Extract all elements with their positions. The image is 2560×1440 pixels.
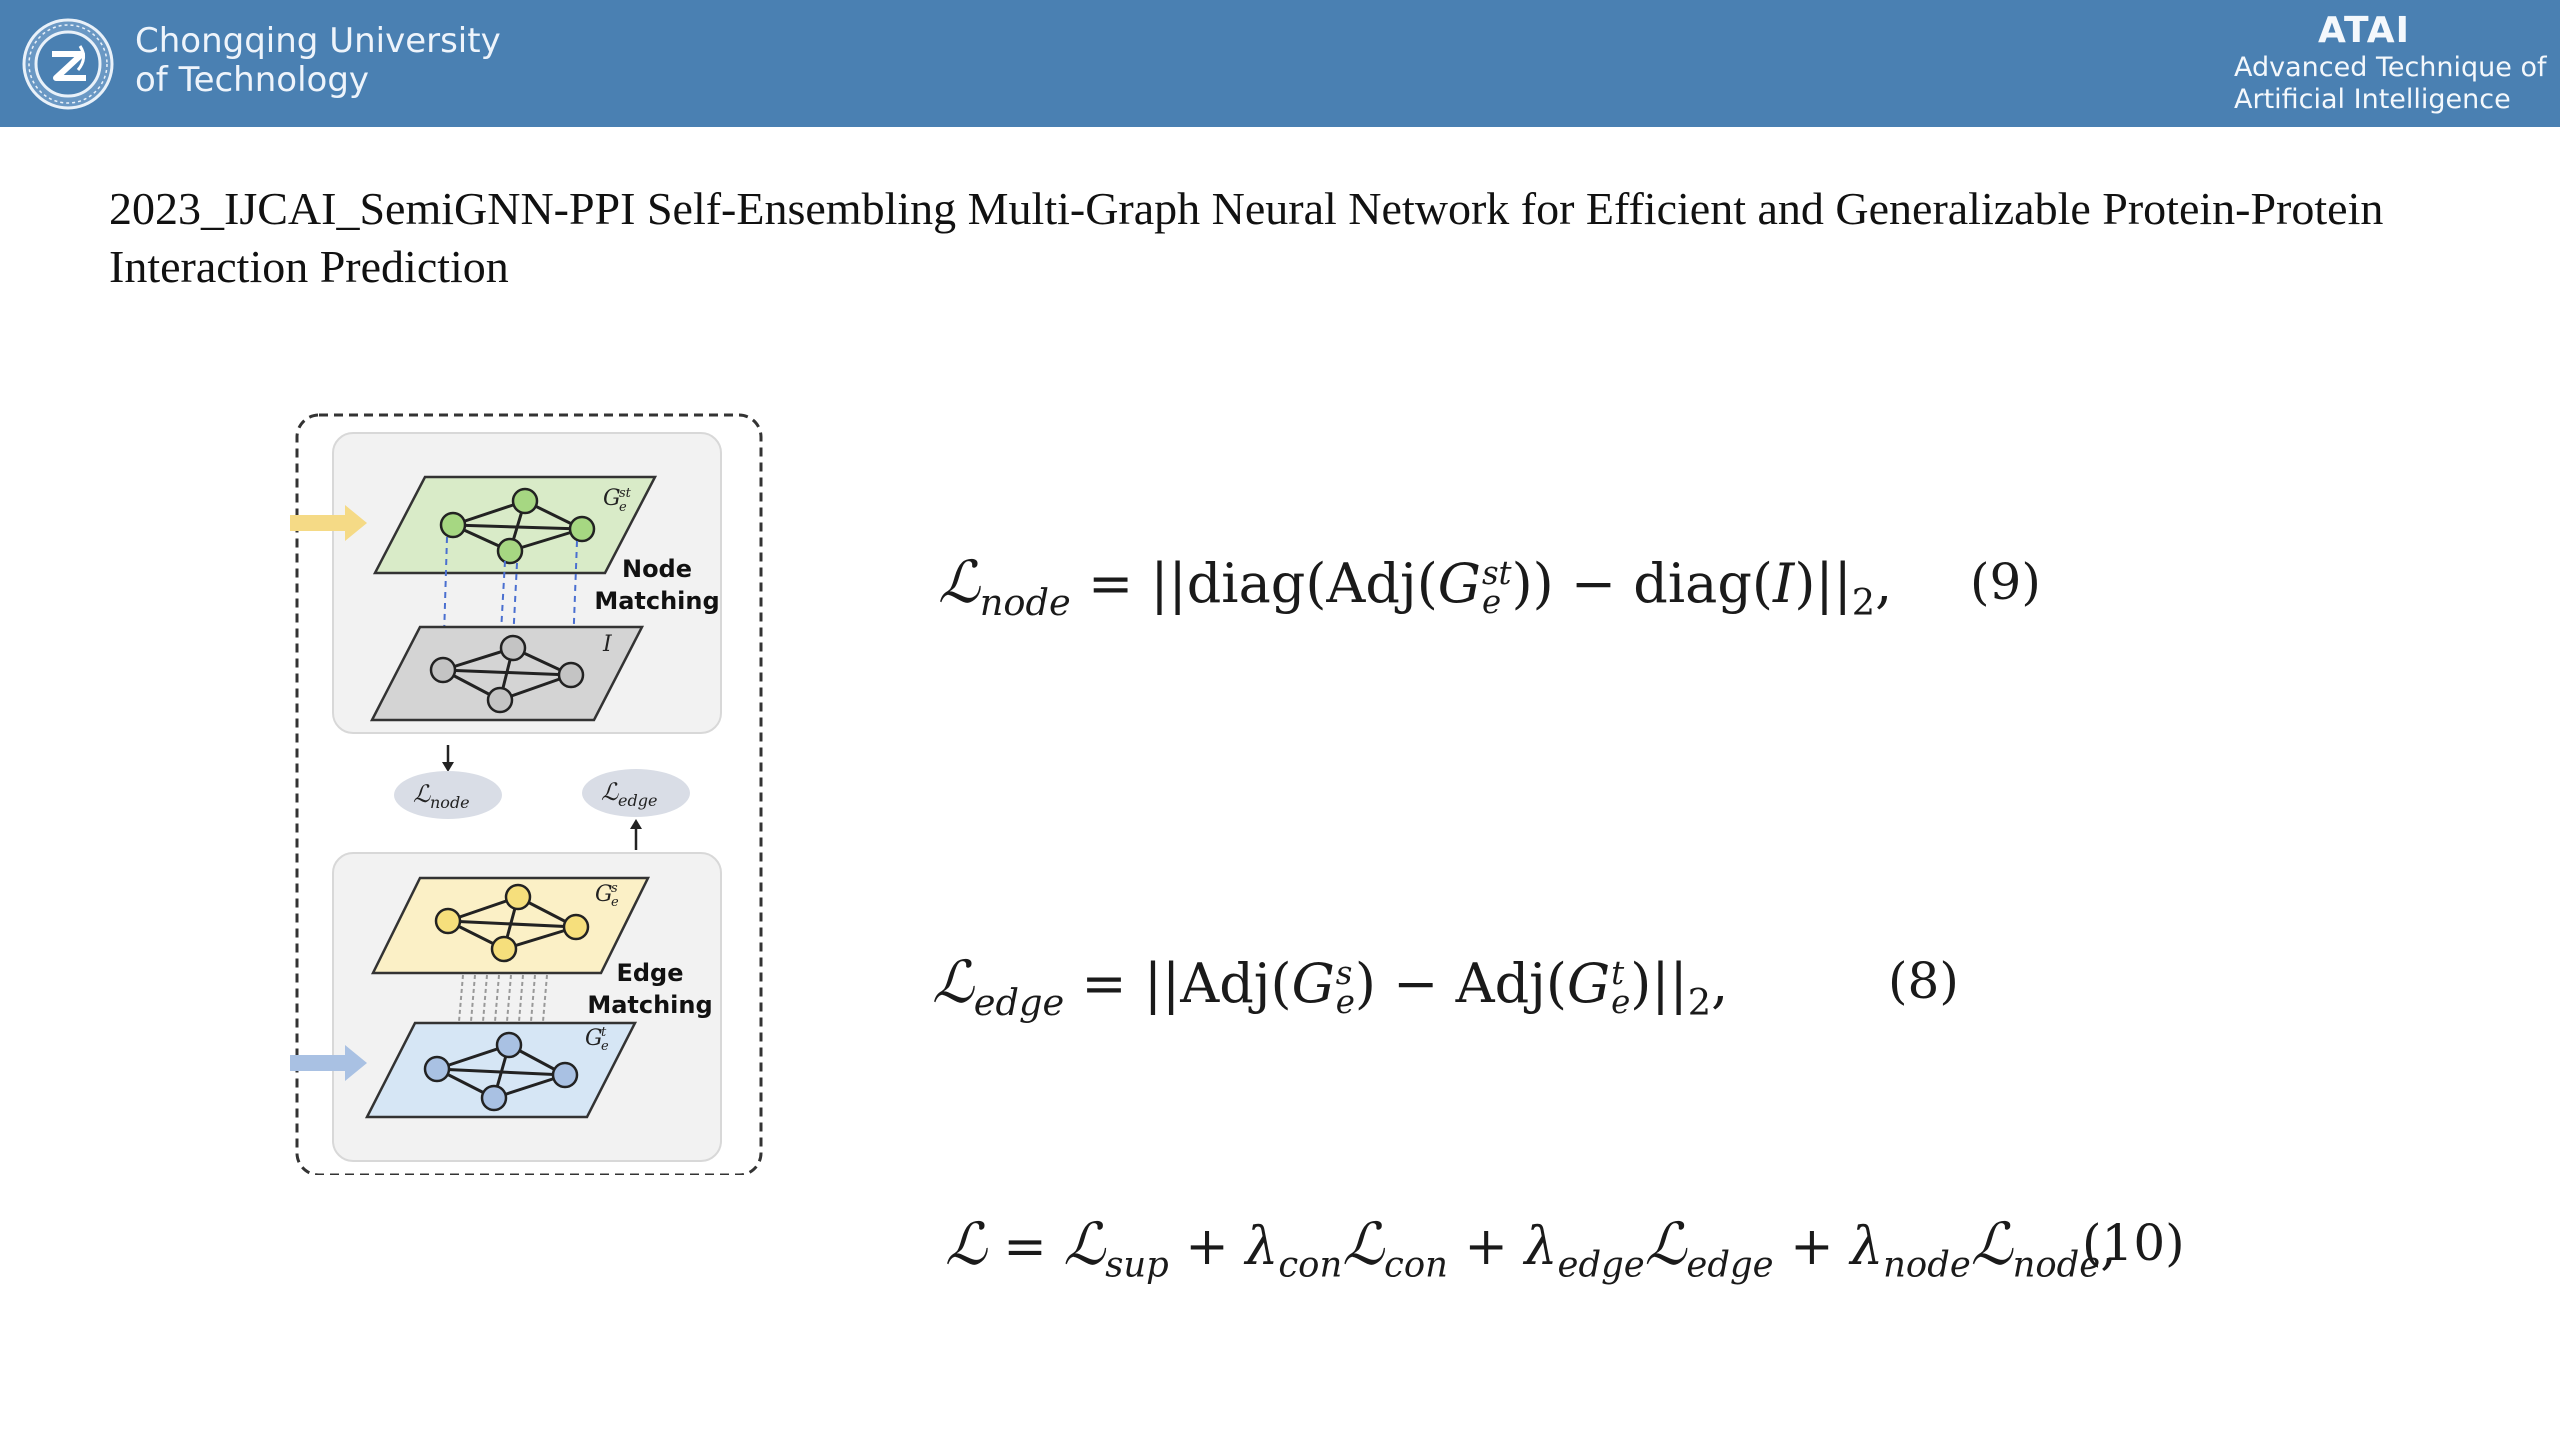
university-name-line1: Chongqing University [135,21,501,61]
svg-text:e: e [611,895,619,910]
university-logo-icon [22,18,114,110]
graph-node [551,1061,579,1089]
svg-text:edge: edge [618,791,657,810]
svg-text:node: node [430,793,470,812]
label-node: Node [622,555,692,583]
svg-text:ℒ: ℒ [413,780,431,808]
graph-node [568,515,596,543]
graph-node [557,661,585,689]
svg-text:ℒ: ℒ [601,778,619,806]
graph-label-get: G [585,1026,603,1051]
lab-subtitle-line2: Artificial Intelligence [2234,84,2511,115]
graph-node [429,656,457,684]
graph-node [496,537,524,565]
graph-node [504,883,532,911]
graph-node [499,634,527,662]
arrow-blue-icon [290,1045,367,1081]
figure-dashed-border [295,413,763,1175]
equation-number-8: (8) [1888,952,1959,1010]
label-matching-node: Matching [594,587,719,615]
graph-label-gest: G [603,486,621,511]
svg-text:e: e [619,500,627,515]
label-edge: Edge [616,959,683,987]
graph-plane-green [372,475,658,575]
svg-text:e: e [601,1039,609,1054]
graph-node [511,487,539,515]
svg-text:st: st [619,486,632,501]
arrow-yellow-icon [290,505,367,541]
multi-graph-matching-figure: G st e Node Matching I ℒ node ℒ edge G s… [290,413,763,1175]
lab-subtitle-line1: Advanced Technique of [2234,52,2547,83]
equation-number-10: (10) [2082,1214,2185,1272]
equation-number-9: (9) [1970,553,2041,611]
graph-label-identity: I [602,632,613,657]
graph-node [562,913,590,941]
graph-node [423,1055,451,1083]
slide-title: 2023_IJCAI_SemiGNN-PPI Self-Ensembling M… [109,183,2384,292]
university-name-line2: of Technology [135,60,370,100]
graph-node [434,907,462,935]
graph-label-ges: G [595,882,613,907]
svg-text:t: t [601,1025,607,1040]
equation-total-loss: ℒ = ℒsup + λconℒcon + λedgeℒedge + λnode… [945,1210,2117,1286]
graph-node [480,1084,508,1112]
label-matching-edge: Matching [587,991,712,1019]
graph-node [490,935,518,963]
lab-branding: ATAI Advanced Technique of Artificial In… [2204,10,2547,116]
svg-text:s: s [611,881,618,896]
graph-node [486,686,514,714]
lab-title: ATAI [2317,10,2411,51]
loss-node-badge [394,771,502,819]
graph-node [439,511,467,539]
university-name: Chongqing University of Technology [135,22,501,100]
graph-node [495,1031,523,1059]
header-bar: Chongqing University of Technology ATAI … [0,0,2560,127]
loss-edge-badge [582,769,690,817]
